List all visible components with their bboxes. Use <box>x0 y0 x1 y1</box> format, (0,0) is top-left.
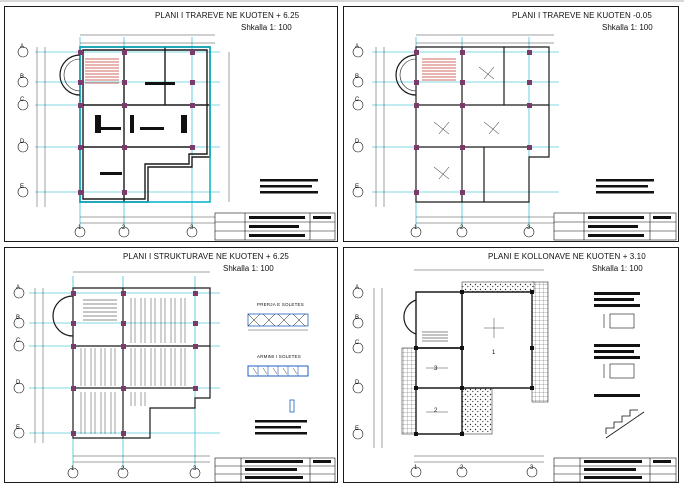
axis-label-row: A <box>355 44 360 50</box>
axis-label-row: E <box>355 426 360 432</box>
axis-label-col: 3 <box>193 466 197 472</box>
axis-label-col: 3 <box>527 225 531 231</box>
sheet-title: PLANI I STRUKTURAVE NE KUOTEN + 6.25 <box>123 252 289 261</box>
axis-label-col: 2 <box>121 466 125 472</box>
axis-label-col: 2 <box>460 225 464 231</box>
axis-label-row: E <box>355 184 360 190</box>
axis-label-col: 1 <box>414 465 418 471</box>
sheet-beams-plan-top: PLANI I TRAREVE NE KUOTEN + 6.25 Shkalla… <box>4 6 338 242</box>
floor-plan-drawing <box>352 34 677 241</box>
axis-label-row: D <box>355 139 360 145</box>
sheet-beams-plan-ground: PLANI I TRAREVE NE KUOTEN -0.05 Shkalla … <box>343 6 679 242</box>
sheet-columns-plan: PLANI E KOLLONAVE NE KUOTEN + 3.10 Shkal… <box>343 247 679 483</box>
floor-plan-drawing <box>17 34 336 241</box>
sheet-title: PLANI I TRAREVE NE KUOTEN + 6.25 <box>155 11 300 20</box>
axis-label-row: E <box>16 425 21 431</box>
axis-label-col: 2 <box>122 225 126 231</box>
structure-plan-drawing <box>13 271 336 482</box>
axis-label-col: 1 <box>71 466 75 472</box>
axis-label-row: D <box>355 380 360 386</box>
axis-label-col: 3 <box>530 465 534 471</box>
axis-label-col: 1 <box>414 225 418 231</box>
axis-label-col: 3 <box>190 225 194 231</box>
sheet-scale: Shkalla 1: 100 <box>241 23 292 32</box>
room-number-label: 1 <box>492 350 496 356</box>
slab-section-label: PRERJA E SOLETES <box>257 302 304 307</box>
columns-plan-drawing <box>352 269 677 482</box>
axis-label-row: A <box>20 44 25 50</box>
axis-label-row: E <box>20 184 25 190</box>
viewer-top-bar <box>0 0 684 2</box>
room-number-label: 2 <box>434 408 438 414</box>
slab-reinforcement-label: ARMIMI I SOLETES <box>257 354 301 359</box>
axis-label-row: A <box>16 285 21 291</box>
axis-label-row: C <box>20 97 25 103</box>
axis-label-row: B <box>355 74 360 80</box>
sheet-title: PLANI I TRAREVE NE KUOTEN -0.05 <box>512 11 652 20</box>
axis-label-row: D <box>20 139 25 145</box>
sheet-title: PLANI E KOLLONAVE NE KUOTEN + 3.10 <box>488 252 646 261</box>
axis-label-row: D <box>16 380 21 386</box>
axis-label-row: C <box>355 97 360 103</box>
room-number-label: 3 <box>434 366 438 372</box>
axis-label-row: C <box>355 340 360 346</box>
axis-label-col: 1 <box>78 225 82 231</box>
axis-label-col: 2 <box>460 465 464 471</box>
sheet-scale: Shkalla 1: 100 <box>223 264 274 273</box>
slab-reinforcement-detail <box>247 365 309 377</box>
slab-section-detail <box>247 313 309 331</box>
axis-label-row: A <box>355 285 360 291</box>
stair-section-detail <box>605 409 645 439</box>
sheet-structure-plan: PLANI I STRUKTURAVE NE KUOTEN + 6.25 Shk… <box>4 247 338 483</box>
axis-label-row: B <box>20 74 25 80</box>
axis-label-row: C <box>16 338 21 344</box>
sheet-scale: Shkalla 1: 100 <box>602 23 653 32</box>
axis-label-row: B <box>16 315 21 321</box>
axis-label-row: B <box>355 315 360 321</box>
sheet-scale: Shkalla 1: 100 <box>592 264 643 273</box>
